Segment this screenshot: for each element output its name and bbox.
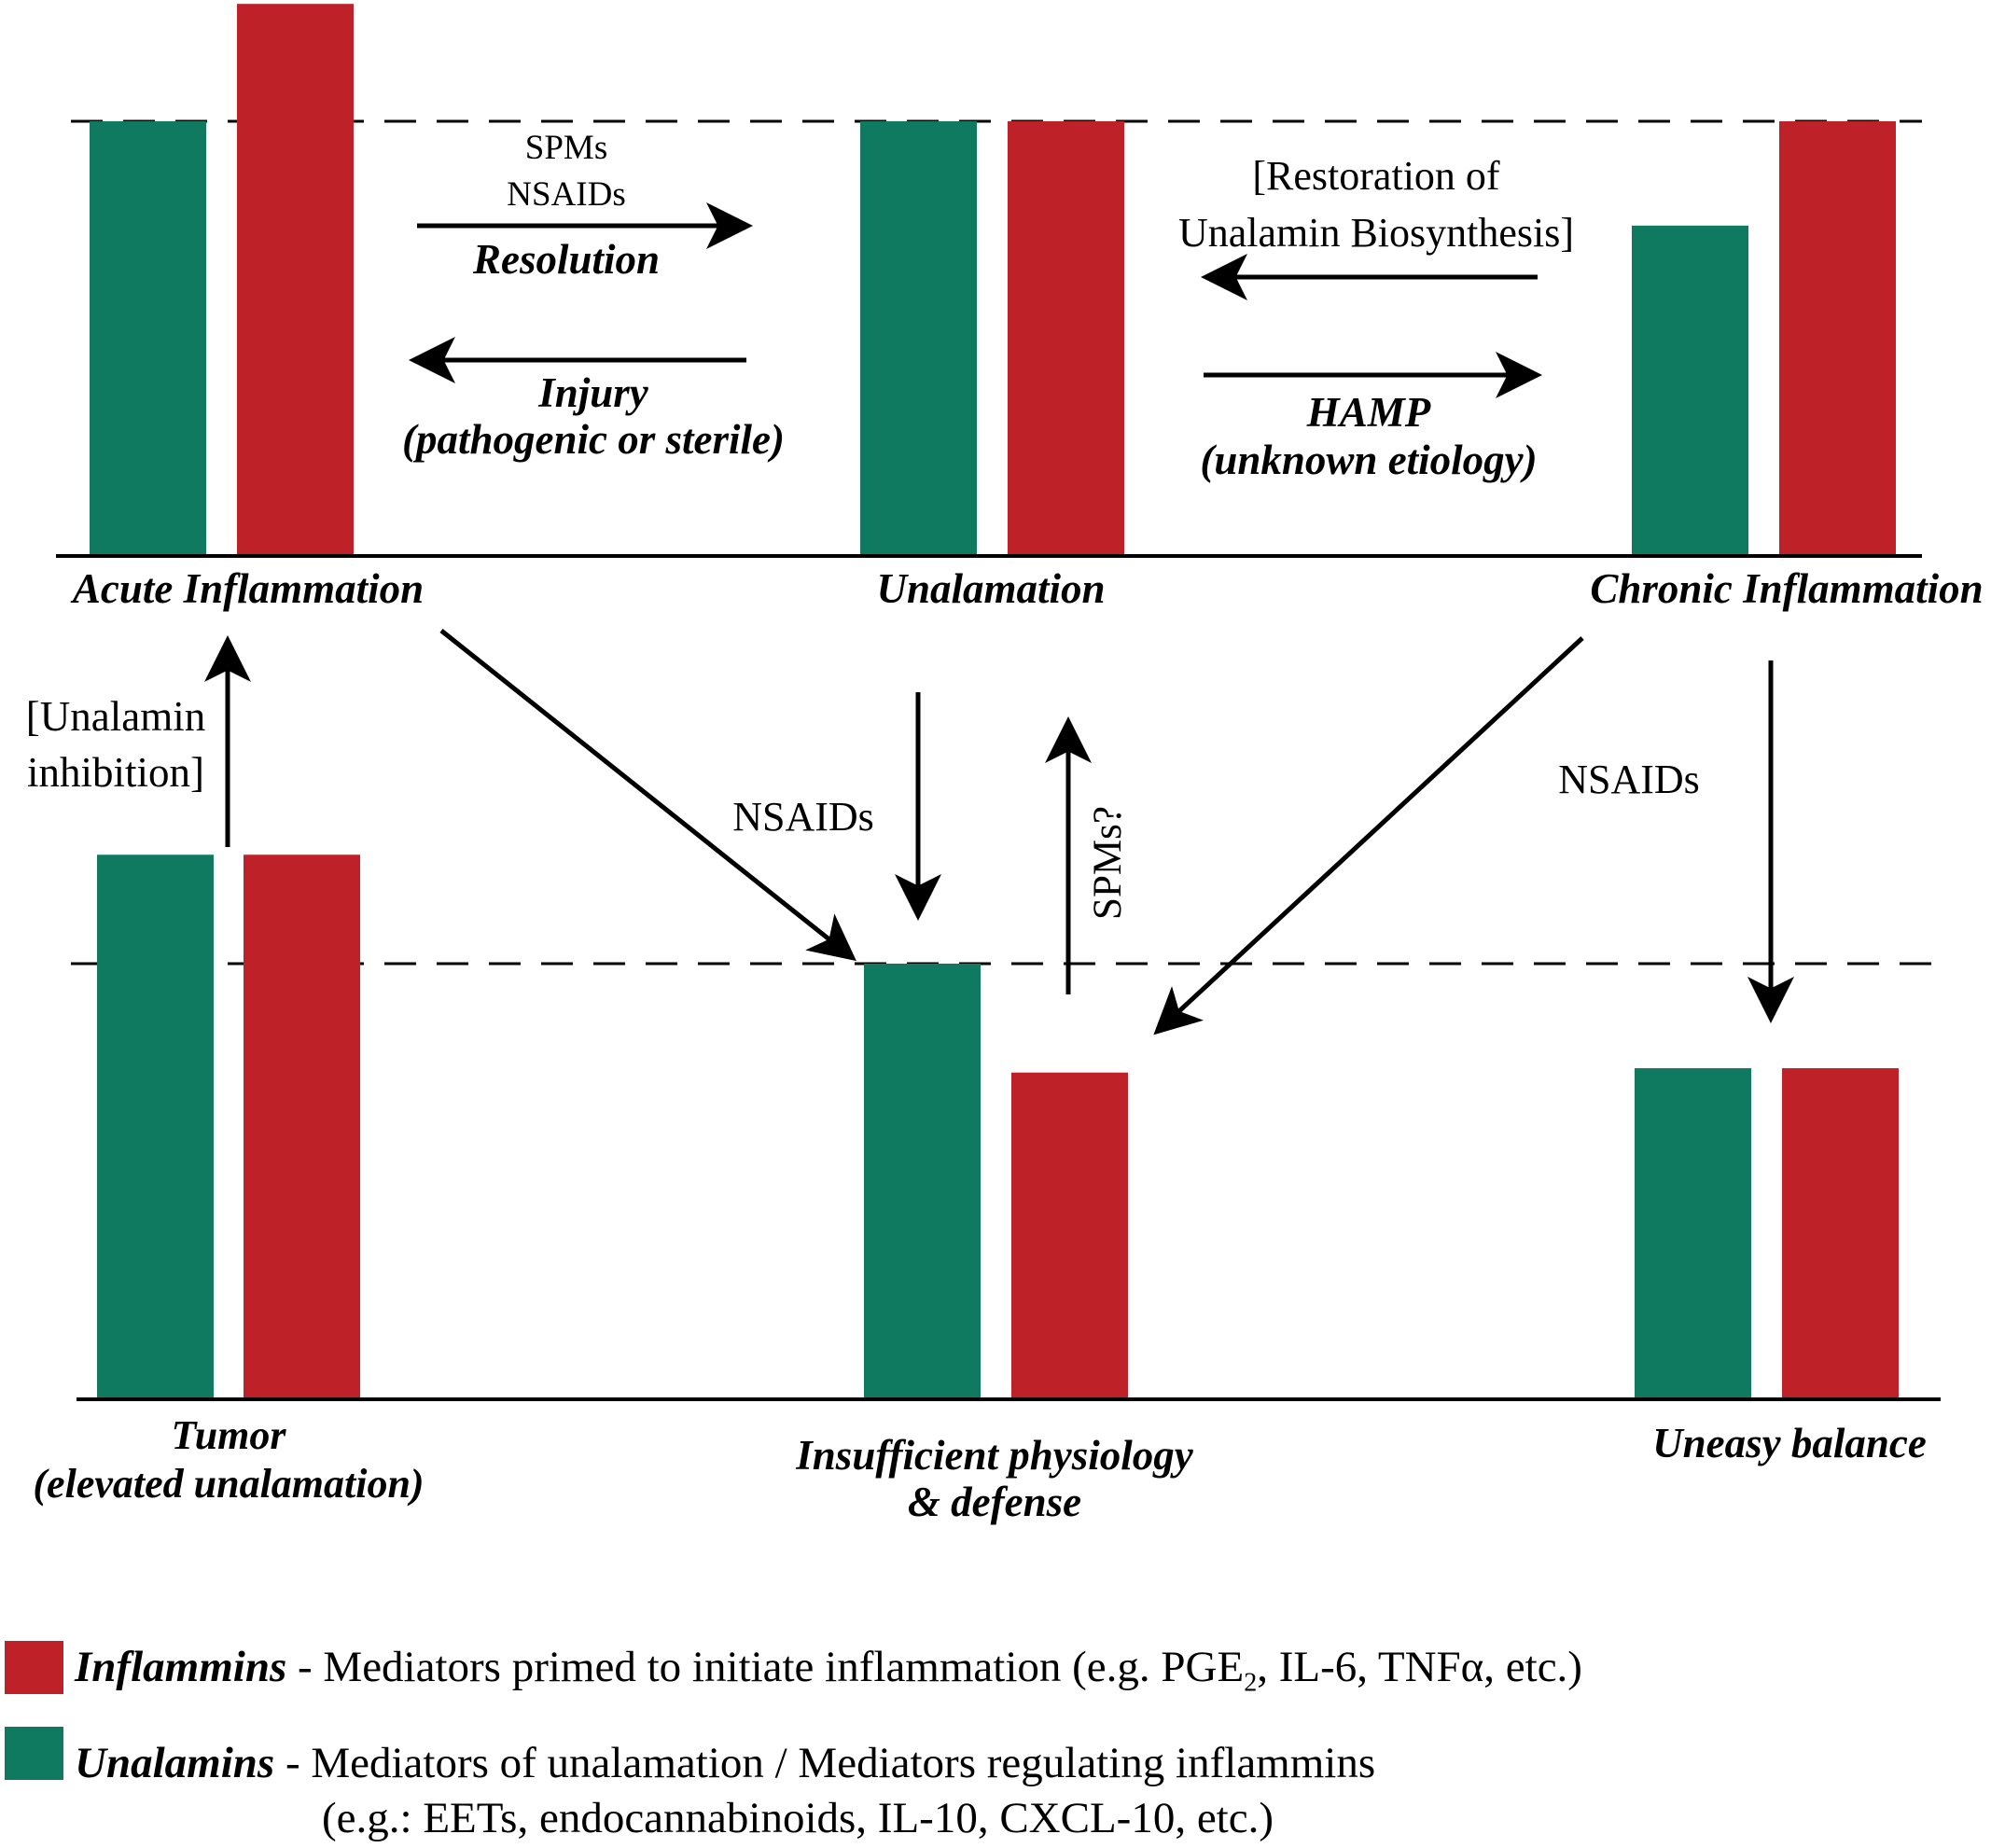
unalamins-term: Unalamins [75, 1739, 275, 1787]
inflammins-term: Inflammins [75, 1643, 287, 1691]
chronic-inflammation-label: Chronic Inflammation [1590, 565, 1983, 612]
unalamins-swatch [5, 1727, 63, 1780]
spms-question-label: SPMs? [1086, 806, 1130, 920]
injury-sublabel: (pathogenic or sterile) [402, 416, 785, 463]
injury-label: Injury [537, 369, 649, 416]
resolution-label: Resolution [472, 236, 660, 283]
tumor-inflammins-bar [244, 855, 360, 1397]
nsaids-right-label: NSAIDs [1558, 757, 1700, 802]
inflammins-legend-entry: Inflammins - Mediators primed to initiat… [75, 1646, 1582, 1696]
unalamation-inflammins-bar [1008, 121, 1124, 554]
tumor-sublabel: (elevated unalamation) [33, 1461, 424, 1507]
unalamin-inhibition-sublabel: inhibition] [27, 749, 204, 796]
inflammins-swatch [5, 1641, 63, 1694]
restoration-sublabel: Unalamin Biosynthesis] [1178, 210, 1574, 256]
insufficient-inflammins-bar [1011, 1072, 1128, 1397]
chronic-to-insufficient-arrow [1153, 636, 1584, 1035]
unalamins-description: - Mediators of unalamation / Mediators r… [274, 1739, 1376, 1787]
insufficient-label: Insufficient physiology [795, 1432, 1193, 1479]
tumor-unalamins-bar [97, 855, 214, 1397]
uneasy-unalamins-bar [1635, 1068, 1751, 1397]
unalamation-label: Unalamation [876, 565, 1105, 612]
hamp-sublabel: (unknown etiology) [1200, 437, 1537, 483]
acute-to-insufficient-arrow [439, 629, 856, 962]
hamp-label: HAMP [1306, 389, 1431, 436]
unalamation-unalamins-bar [860, 121, 977, 554]
acute-inflammins-bar [237, 4, 354, 555]
uneasy-inflammins-bar [1782, 1068, 1899, 1397]
unalamins-legend-entry: Unalamins - Mediators of unalamation / M… [75, 1742, 1375, 1785]
unalamins-examples: (e.g.: EETs, endocannabinoids, IL-10, CX… [322, 1794, 1274, 1842]
insufficient-unalamins-bar [864, 964, 981, 1397]
restoration-label: [Restoration of [1252, 153, 1500, 199]
uneasy-balance-label: Uneasy balance [1652, 1420, 1927, 1466]
acute-unalamins-bar [90, 121, 206, 554]
inflammins-subscript: 2 [1244, 1668, 1258, 1698]
tumor-label: Tumor [171, 1412, 286, 1458]
nsaids-middle-label: NSAIDs [732, 794, 874, 840]
insufficient-sublabel: & defense [908, 1479, 1081, 1525]
inflammins-description: - Mediators primed to initiate inflammat… [286, 1643, 1245, 1691]
unalamin-inhibition-label: [Unalamin [26, 693, 205, 740]
acute-inflammation-label: Acute Inflammation [70, 565, 424, 612]
chronic-unalamins-bar [1632, 225, 1748, 554]
inflammins-description-end: , IL-6, TNFα, etc.) [1257, 1643, 1582, 1691]
chronic-inflammins-bar [1779, 121, 1896, 554]
resolution-spms-label: SPMs [525, 129, 607, 167]
resolution-nsaids-label: NSAIDs [507, 175, 625, 214]
